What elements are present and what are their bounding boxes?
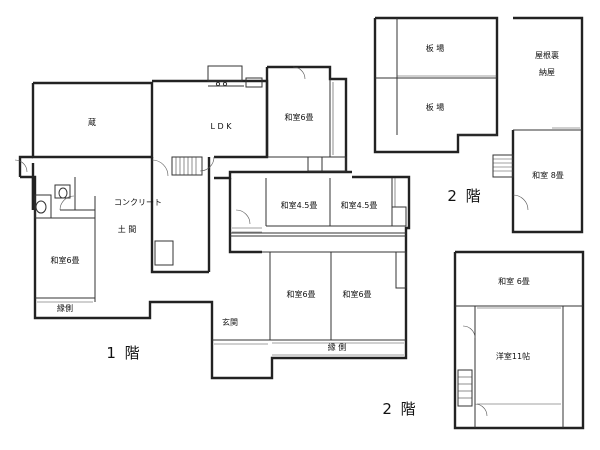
room-label-itaba-1: 板 場 [426,43,445,53]
room-label-washitsu6-n: 和室6畳 [284,112,313,122]
room-label-yaneura-1: 屋根裏 [535,50,559,60]
room-label-engawa-s: 縁 側 [328,342,347,352]
room-label-washitsu45-a: 和室4.5畳 [281,200,318,210]
floor-label-2f-b: 2 階 [382,400,417,418]
room-label-yoshitsu11: 洋室11帖 [496,351,530,361]
floor-label-1f: 1 階 [106,344,141,362]
room-label-washitsu8: 和室 8畳 [532,170,564,180]
room-label-washitsu6-2f: 和室 6畳 [498,276,530,286]
room-label-ldk: L D K [211,122,233,131]
room-label-yaneura-2: 納屋 [539,67,555,77]
room-label-washitsu6-ma: 和室6畳 [286,289,315,299]
room-label-kura: 蔵 [88,117,96,127]
room-label-washitsu6-w: 和室6畳 [50,255,79,265]
room-label-doma: 土 間 [118,224,137,234]
room-label-engawa-w: 縁側 [57,303,73,313]
second-floor-plan-b [453,250,585,430]
room-label-itaba-2: 板 場 [426,102,445,112]
first-floor-plan [14,65,411,380]
second-floor-plan-a [373,16,584,234]
room-label-genkan: 玄関 [222,317,238,327]
floor-label-2f-a: 2 階 [447,187,482,205]
room-label-washitsu6-mb: 和室6畳 [342,289,371,299]
room-label-washitsu45-b: 和室4.5畳 [341,200,378,210]
room-label-concrete: コンクリート [114,198,162,207]
